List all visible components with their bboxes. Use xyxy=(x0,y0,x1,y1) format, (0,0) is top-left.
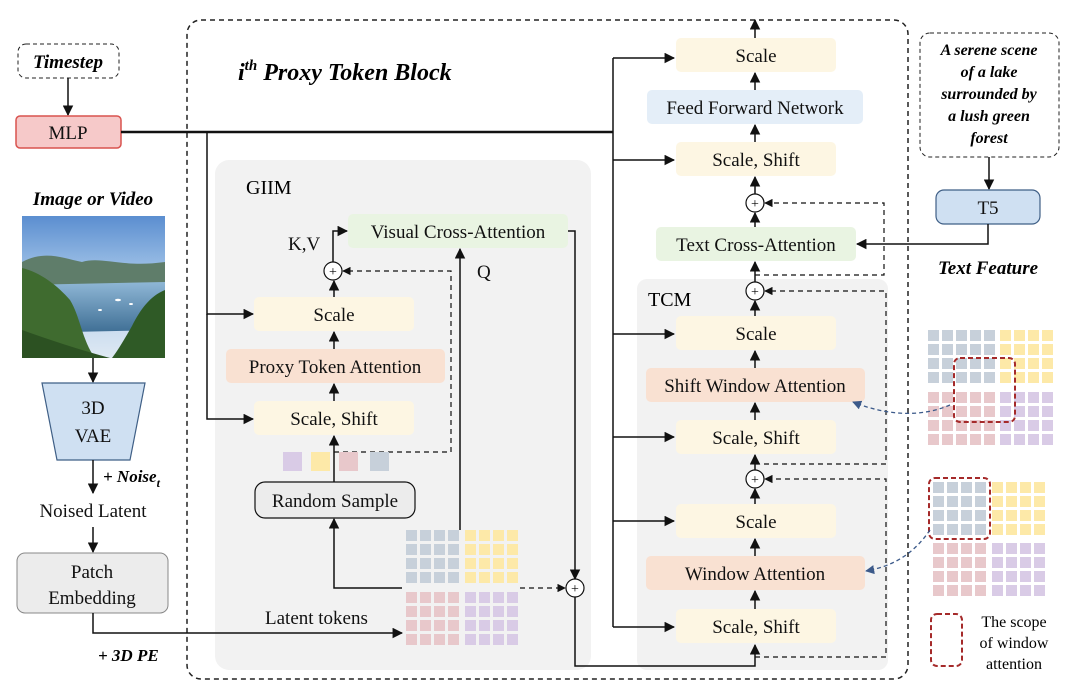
ffn-scale-shift-box xyxy=(676,142,836,176)
giim-title: GIIM xyxy=(246,177,292,199)
text-cross-attention-box xyxy=(656,227,856,261)
mlp-to-giim-scaleshift-arrow xyxy=(206,314,255,425)
giim-scale-shift-label: Scale, Shift xyxy=(290,409,378,430)
text-prompt-line-3: surrounded by xyxy=(940,86,1037,103)
shifted-window-scope xyxy=(953,357,1016,423)
tcm-scale-shift-top-box xyxy=(676,420,836,454)
shift-window-attention-box xyxy=(646,368,865,402)
tcm-add-symbol-lower: + xyxy=(751,473,759,488)
window-attention-box xyxy=(646,556,865,590)
merge-to-tcm-arrow xyxy=(574,597,761,667)
shifted-window-pointer-arrow xyxy=(852,400,951,415)
ffn-scale-shift-label: Scale, Shift xyxy=(712,150,800,171)
regular-window-token-grid xyxy=(928,477,1045,596)
sampled-tokens xyxy=(283,452,389,471)
top-scale-box xyxy=(676,38,836,72)
shifted-window-token-grid xyxy=(928,330,1053,445)
t5-label: T5 xyxy=(977,198,998,219)
legend-line-1: The scope xyxy=(981,614,1046,631)
mlp-label: MLP xyxy=(48,123,87,144)
text-cross-attention-label: Text Cross-Attention xyxy=(676,235,836,256)
tcm-scale-shift-bottom-label: Scale, Shift xyxy=(712,617,800,638)
giim-add-symbol: + xyxy=(329,265,337,280)
shift-window-attention-label: Shift Window Attention xyxy=(664,376,846,397)
upper-add-symbol: + xyxy=(751,197,759,212)
latent-tokens-label: Latent tokens xyxy=(265,608,368,629)
window-scope-legend-swatch xyxy=(930,613,963,667)
text-prompt-line-5: forest xyxy=(970,130,1008,147)
patch-to-latent-arrow xyxy=(92,613,404,639)
merge-add-symbol: + xyxy=(571,582,579,597)
tcm-title: TCM xyxy=(648,289,692,311)
regular-window-scope xyxy=(928,477,991,540)
top-scale-label: Scale xyxy=(735,46,776,67)
block-title: ith Proxy Token Block xyxy=(238,58,452,86)
window-attention-label: Window Attention xyxy=(685,564,826,585)
proxy-token-attention-box xyxy=(226,349,445,383)
tcm-scale-top-box xyxy=(676,316,836,350)
patch-embedding-line2: Embedding xyxy=(48,588,136,609)
giim-scale-box xyxy=(254,297,414,331)
pe-label: + 3D PE xyxy=(98,646,159,665)
image-or-video-label: Image or Video xyxy=(32,189,153,210)
text-feature-label: Text Feature xyxy=(938,258,1039,279)
legend-line-2: of window xyxy=(980,635,1049,652)
tcm-scale-shift-bottom-box xyxy=(676,609,836,643)
tcm-scale-bottom-label: Scale xyxy=(735,512,776,533)
noised-latent-label: Noised Latent xyxy=(39,501,147,522)
giim-scale-shift-box xyxy=(254,401,414,435)
timestep-label: Timestep xyxy=(33,52,103,73)
latent-token-grid xyxy=(406,530,518,645)
q-label: Q xyxy=(477,262,491,283)
giim-residual-dashed xyxy=(334,266,452,453)
giim-scale-label: Scale xyxy=(313,305,354,326)
feed-forward-network-box xyxy=(647,90,863,124)
tcm-add-symbol-upper: + xyxy=(751,285,759,300)
visual-cross-attention-box xyxy=(348,214,568,248)
upper-residual-dashed xyxy=(755,198,885,276)
text-prompt-box xyxy=(919,32,1060,158)
patch-embedding-line1: Patch xyxy=(71,562,114,583)
noise-label: + Noiset xyxy=(103,467,161,490)
tcm-residual-upper-dashed xyxy=(755,286,887,465)
giim-vca-to-merge-arrow xyxy=(568,230,581,581)
t5-to-tca-arrow xyxy=(855,224,989,250)
visual-cross-attention-label: Visual Cross-Attention xyxy=(371,222,546,243)
text-prompt-line-2: of a lake xyxy=(961,64,1018,81)
kv-label: K,V xyxy=(288,234,320,255)
vae-label-line2: VAE xyxy=(75,426,112,447)
random-sample-label: Random Sample xyxy=(272,491,398,512)
text-prompt-line-1: A serene scene xyxy=(940,42,1038,59)
proxy-token-block-boundary xyxy=(186,19,909,680)
lake-landscape-image xyxy=(22,216,165,358)
proxy-token-attention-label: Proxy Token Attention xyxy=(249,357,422,378)
tcm-residual-lower-dashed xyxy=(755,474,887,658)
vae-label-line1: 3D xyxy=(81,398,104,419)
giim-add-to-vca-arrow xyxy=(332,225,349,262)
legend-line-3: attention xyxy=(986,656,1042,673)
regular-window-pointer-arrow xyxy=(865,529,931,575)
tcm-scale-shift-top-label: Scale, Shift xyxy=(712,428,800,449)
tcm-scale-top-label: Scale xyxy=(735,324,776,345)
tcm-scale-bottom-box xyxy=(676,504,836,538)
vae-box xyxy=(41,382,146,461)
text-prompt-line-4: a lush green xyxy=(948,108,1030,125)
feed-forward-network-label: Feed Forward Network xyxy=(666,98,844,119)
latent-to-random-sample-arrow xyxy=(328,517,402,589)
